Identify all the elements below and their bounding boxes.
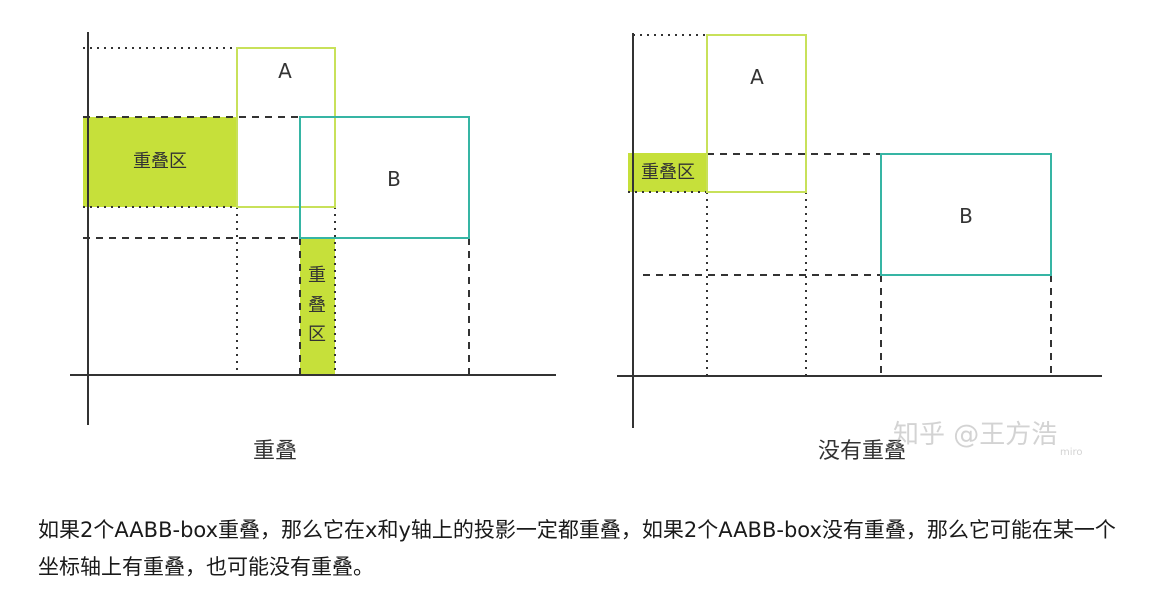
right-box-b-label: B — [959, 204, 973, 228]
left-overlap-y-region — [83, 117, 237, 207]
right-overlap-y-label: 重叠区 — [641, 162, 695, 183]
left-overlap-x-label-3: 区 — [308, 324, 326, 345]
watermark-sub: miro — [1060, 447, 1083, 458]
left-overlap-x-label-1: 重 — [308, 265, 326, 286]
left-overlap-x-region — [300, 238, 335, 374]
right-diagram: A B 重叠区 没有重叠 — [617, 33, 1102, 464]
left-overlap-y-label: 重叠区 — [133, 151, 187, 172]
left-box-b-label: B — [387, 167, 401, 191]
right-overlap-y-region — [628, 153, 708, 192]
watermark-text: 知乎 @王方浩 — [893, 420, 1057, 450]
left-diagram-title: 重叠 — [253, 439, 297, 464]
right-box-a-label: A — [750, 65, 764, 89]
aabb-overlap-figure: A B 重叠区 重 叠 区 重叠 A B 重叠区 没有重叠 — [70, 32, 1102, 464]
right-box-a — [706, 34, 807, 193]
left-box-a-label: A — [278, 59, 292, 83]
left-diagram: A B 重叠区 重 叠 区 重叠 — [70, 32, 556, 464]
left-overlap-x-label-2: 叠 — [308, 295, 326, 316]
right-guide-lines — [628, 34, 1052, 376]
left-box-b — [299, 116, 470, 239]
left-box-a — [236, 47, 336, 208]
caption-paragraph: 如果2个AABB-box重叠，那么它在x和y轴上的投影一定都重叠，如果2个AAB… — [38, 518, 1116, 579]
right-diagram-title: 没有重叠 — [818, 439, 906, 464]
right-box-b — [880, 153, 1052, 276]
left-guide-lines — [83, 47, 470, 375]
zhihu-watermark: 知乎 @王方浩 miro — [893, 420, 1083, 458]
